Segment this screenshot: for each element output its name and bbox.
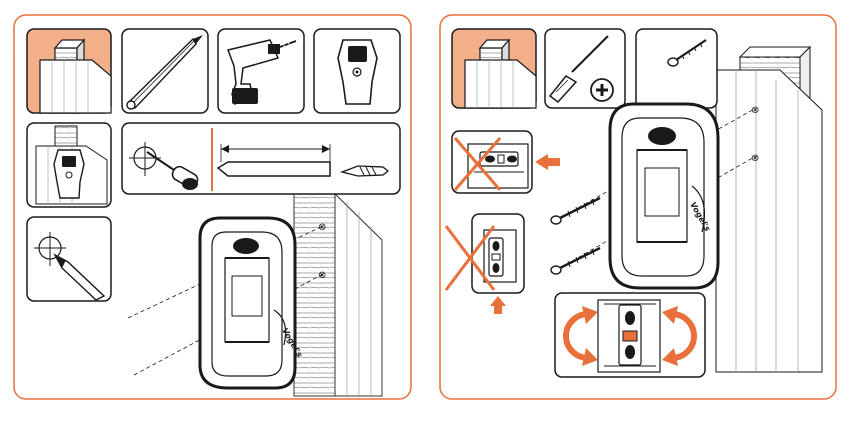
svg-text:⊗: ⊗ xyxy=(318,222,326,233)
mark-icon xyxy=(27,217,111,301)
svg-text:⊗: ⊗ xyxy=(751,105,759,116)
panel-2: ⊗ ⊗ Vogel's xyxy=(440,15,836,399)
drill-icon xyxy=(218,29,304,113)
screw-icon xyxy=(636,29,717,108)
stud-finder-icon xyxy=(314,29,400,113)
locate-stud-icon xyxy=(27,123,111,207)
pencil-icon xyxy=(122,29,208,113)
wall-section-2 xyxy=(716,47,822,372)
phillips-screwdriver-icon xyxy=(545,29,625,108)
svg-text:⊗: ⊗ xyxy=(318,270,326,281)
rotate-to-level-icon xyxy=(555,293,705,377)
wall-stud-icon xyxy=(27,29,111,113)
panel-1: ⊗ ⊗ Vogel's xyxy=(14,15,411,399)
wall-stud-icon xyxy=(452,29,536,108)
svg-text:⊗: ⊗ xyxy=(751,153,759,164)
drill-bit-depth-icon xyxy=(122,123,400,194)
